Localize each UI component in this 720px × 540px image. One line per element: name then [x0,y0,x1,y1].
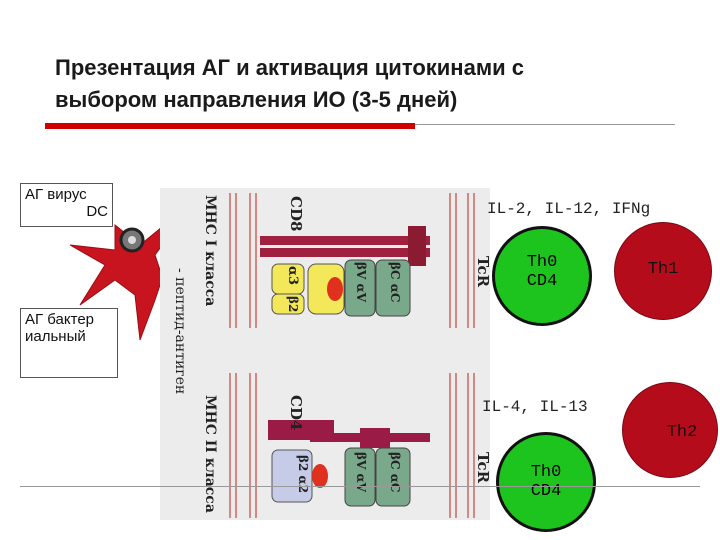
membrane-top-left [229,193,257,328]
mhc1-groove [307,263,345,315]
receptor-diagram [160,188,490,520]
mhc1-beta2-domain [271,293,305,315]
tcr-bottom-constant [375,447,411,507]
mhc2-label: МНС II класса [202,395,218,513]
slide-title: Презентация АГ и активация цитокинами с … [55,52,695,116]
tcr-bottom-variable [344,447,376,507]
title-line-1: Презентация АГ и активация цитокинами с [55,55,524,80]
tcr-bottom-label: TcR [474,452,492,484]
mhc1-label: МНС I класса [202,195,218,307]
title-red-bar [45,123,415,129]
membrane-top-right [449,193,475,328]
cd8-molecule [260,236,430,245]
tcr-top-constant [375,259,411,317]
membrane-bottom-right [449,373,475,518]
tcr-top-variable [344,259,376,317]
bottom-rule [20,486,700,487]
cd4-label: CD4 [287,395,305,431]
th1-cell: Th1 [614,222,712,320]
title-line-2: выбором направления ИО (3-5 дней) [55,87,458,112]
alpha3-label: α3 [285,266,300,286]
cd8-label: CD8 [287,196,305,232]
peptide-bottom [312,464,328,488]
tcr-top-label: TcR [474,256,492,288]
bv-av-label: βV αV [354,262,368,303]
cytokines-bottom: IL-4, IL-13 [482,398,588,416]
membrane-bottom-left [229,373,257,518]
ag-bacterial-label: АГ бактериальный [20,308,118,378]
beta2-label: β2 [286,296,300,313]
peptide-top [327,277,343,301]
dc-label: DC [86,203,108,220]
peptide-label: - пептид-антиген [172,268,188,395]
bc-ac-label: βC αC [388,262,402,303]
cytokines-top: IL-2, IL-12, IFNg [487,200,651,218]
th0-cell-top: Th0 CD4 [492,226,592,326]
ag-virus-label: АГ вирус DC [20,183,113,227]
th2-cell: Th2 [622,382,718,478]
b2-a2-label: β2 α2 [296,455,310,494]
th0-cell-bottom: Th0 CD4 [496,432,596,532]
